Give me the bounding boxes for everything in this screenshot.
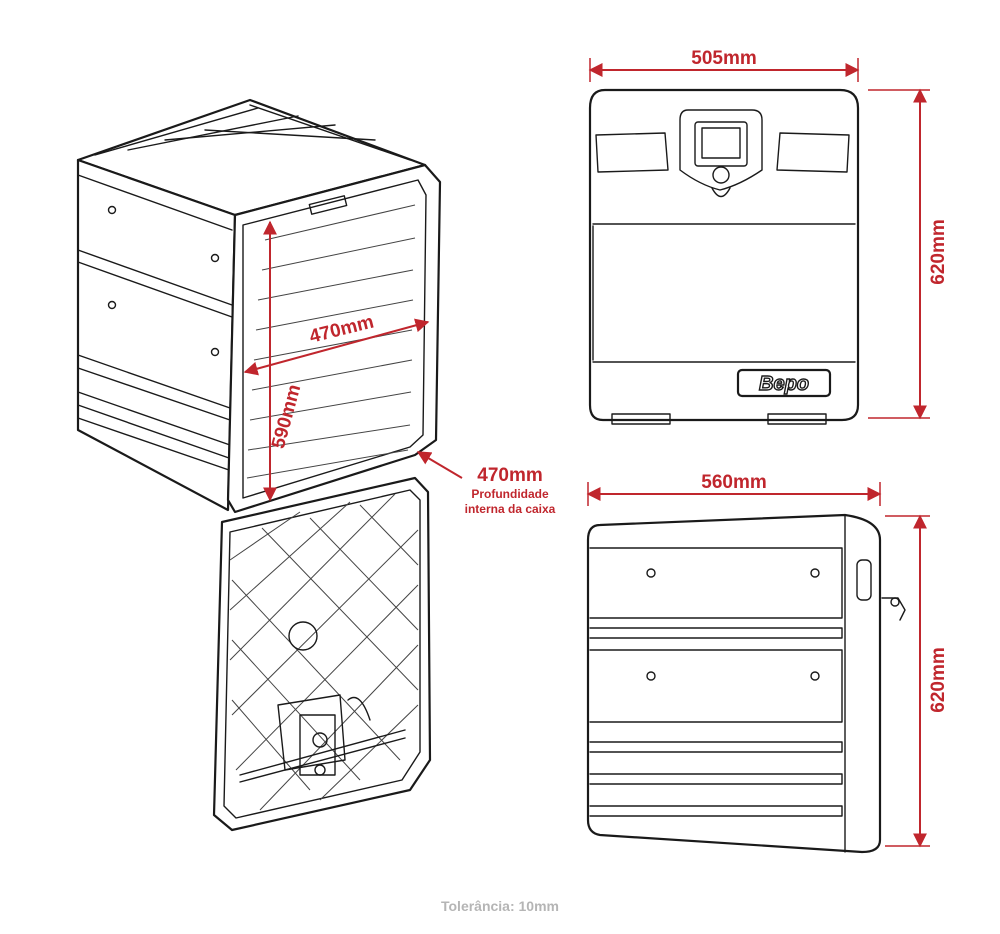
- inner-depth-pointer: [416, 451, 463, 479]
- brand-logo-text: Bepo: [759, 373, 809, 395]
- front-height-label: 620mm: [928, 219, 949, 285]
- open-box-view: [76, 98, 442, 832]
- front-view: Bepo 505mm 620mm: [588, 48, 949, 425]
- inner-depth-note-line2: interna da caixa: [465, 502, 556, 516]
- front-width-label: 505mm: [691, 48, 757, 69]
- inner-depth-label: 470mm: [477, 465, 543, 486]
- side-depth-label: 560mm: [701, 472, 767, 493]
- brand-logo: [736, 368, 832, 398]
- side-view: 560mm 620mm: [586, 472, 949, 854]
- side-height-label: 620mm: [928, 647, 949, 713]
- tolerance-note: Tolerância: 10mm: [440, 898, 559, 914]
- inner-depth-note-line1: Profundidade: [471, 487, 549, 501]
